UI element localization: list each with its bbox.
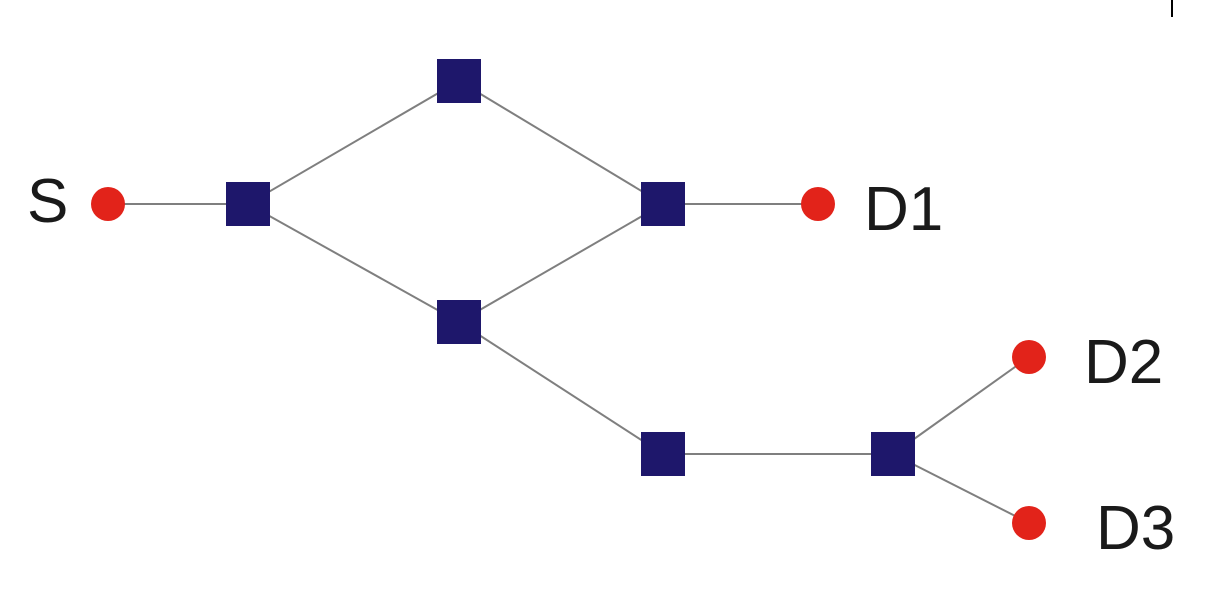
edge-r3-r4 xyxy=(458,203,664,323)
router-node-r1 xyxy=(226,182,270,226)
label-d3: D3 xyxy=(1096,494,1175,563)
edge-r1-r2 xyxy=(247,80,460,205)
router-node-r3 xyxy=(437,300,481,344)
edge-r6-d2 xyxy=(892,356,1030,455)
edge-r6-d3 xyxy=(892,453,1030,524)
endpoint-node-d3 xyxy=(1012,506,1046,540)
edge-r2-r4 xyxy=(458,80,664,205)
edges-layer xyxy=(108,80,1030,524)
endpoint-node-d2 xyxy=(1012,340,1046,374)
endpoint-node-d1 xyxy=(801,187,835,221)
edge-r1-r3 xyxy=(247,203,460,323)
router-node-r6 xyxy=(871,432,915,476)
label-s: S xyxy=(27,167,68,236)
router-node-r5 xyxy=(641,432,685,476)
router-node-r4 xyxy=(641,182,685,226)
label-d2: D2 xyxy=(1084,328,1163,397)
nodes-layer xyxy=(91,59,1046,540)
label-d1: D1 xyxy=(864,175,943,244)
endpoint-node-s xyxy=(91,187,125,221)
edge-r3-r5 xyxy=(458,321,664,455)
router-node-r2 xyxy=(437,59,481,103)
